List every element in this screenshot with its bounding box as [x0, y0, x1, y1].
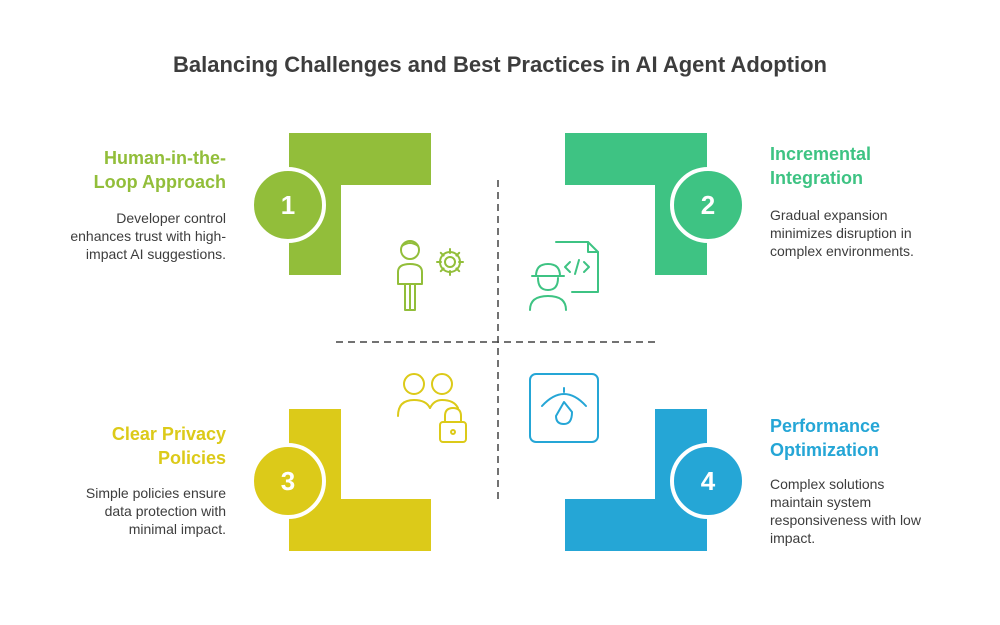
quadrant-3-shape	[289, 409, 431, 551]
quadrant-1-description: Developer control enhances trust with hi…	[70, 209, 226, 263]
quadrant-4-lshape	[565, 409, 707, 551]
quadrant-1-heading-line-1: Human-in-the-	[104, 148, 226, 168]
quadrant-3-heading: Clear Privacy Policies	[112, 422, 226, 470]
quadrant-4-shape	[565, 409, 707, 551]
page-title: Balancing Challenges and Best Practices …	[173, 52, 827, 77]
gauge-icon	[529, 373, 599, 443]
quadrant-2-desc-line-3: complex environments.	[770, 243, 914, 259]
quadrant-3-desc-line-3: minimal impact.	[128, 521, 226, 537]
quadrant-4-description: Complex solutions maintain system respon…	[770, 475, 921, 547]
quadrant-1-heading: Human-in-the- Loop Approach	[94, 146, 226, 194]
quadrant-3-desc-line-1: Simple policies ensure	[85, 485, 226, 501]
quadrant-4-badge: 4	[670, 443, 746, 519]
quadrant-3-description: Simple policies ensure data protection w…	[86, 484, 226, 538]
quadrant-2-desc-line-1: Gradual expansion	[770, 207, 888, 223]
engineer-code-icon	[529, 241, 599, 311]
quadrant-2-badge: 2	[670, 167, 746, 243]
quadrant-4-heading-line-1: Performance	[770, 416, 881, 436]
quadrant-1-desc-line-2: enhances trust with high-	[70, 228, 226, 244]
quadrant-4-heading: Performance Optimization	[770, 414, 880, 462]
quadrant-3-desc-line-2: data protection with	[104, 503, 226, 519]
developer-gear-icon	[397, 240, 464, 311]
quadrant-3-heading-line-1: Clear Privacy	[111, 424, 226, 444]
quadrant-1-badge: 1	[250, 167, 326, 243]
quadrant-1-heading-line-2: Loop Approach	[93, 172, 226, 192]
quadrant-4-desc-line-3: responsiveness with low	[770, 512, 921, 528]
quadrant-3-heading-line-2: Policies	[157, 448, 226, 468]
quadrant-2-desc-line-2: minimizes disruption in	[770, 225, 912, 241]
quadrant-1-lshape	[289, 133, 431, 275]
users-lock-icon	[397, 373, 467, 443]
quadrant-4-desc-line-4: impact.	[770, 530, 816, 546]
quadrant-2-heading-line-1: Incremental	[770, 144, 872, 164]
quadrant-1-desc-line-3: impact AI suggestions.	[85, 246, 226, 262]
quadrant-4-heading-line-2: Optimization	[770, 440, 879, 460]
quadrant-3-lshape	[289, 409, 431, 551]
quadrant-2-lshape	[565, 133, 707, 275]
quadrant-2-description: Gradual expansion minimizes disruption i…	[770, 206, 914, 260]
quadrant-1-shape	[289, 133, 431, 275]
quadrant-2-shape	[565, 133, 707, 275]
quadrant-4-desc-line-1: Complex solutions	[770, 476, 885, 492]
quadrant-1-desc-line-1: Developer control	[116, 210, 226, 226]
quadrant-3-badge: 3	[250, 443, 326, 519]
quadrant-2-heading-line-2: Integration	[770, 168, 863, 188]
quadrant-4-desc-line-2: maintain system	[770, 494, 872, 510]
quadrant-2-heading: Incremental Integration	[770, 142, 871, 190]
